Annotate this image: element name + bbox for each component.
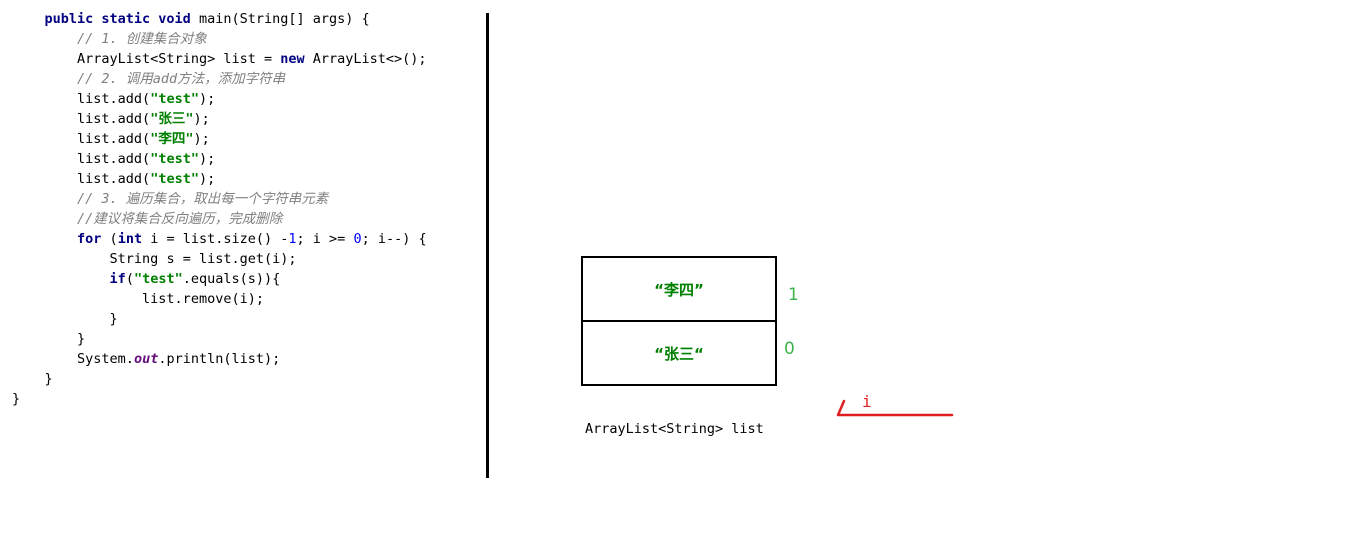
code-line-add: list.add("李四");	[77, 131, 210, 147]
code-line-close-if: }	[109, 311, 118, 327]
list-cell-index-0: “张三“	[654, 344, 704, 363]
index-label-1: 1	[788, 285, 799, 305]
code-line-new-list: ArrayList<String> list = new ArrayList<>…	[77, 51, 427, 67]
code-line-get: String s = list.get(i);	[109, 251, 297, 267]
list-variable-label: ArrayList<String> list	[585, 421, 764, 437]
code-comment-2: // 2. 调用add方法，添加字符串	[77, 71, 286, 87]
code-line-for: for (int i = list.size() -1; i >= 0; i--…	[77, 231, 427, 247]
code-comment-4: //建议将集合反向遍历，完成删除	[77, 211, 283, 227]
code-line-add: list.add("test");	[77, 171, 216, 187]
code-line-close-method: }	[44, 371, 53, 387]
pointer-label-i: i	[862, 392, 872, 411]
list-memory-diagram: “李四” “张三“	[581, 256, 777, 386]
code-line-remove: list.remove(i);	[142, 291, 264, 307]
vertical-divider	[486, 13, 489, 478]
pointer-arrow-icon	[836, 399, 954, 417]
code-line-add: list.add("张三");	[77, 111, 210, 127]
code-line-print: System.out.println(list);	[77, 351, 281, 367]
index-label-0: 0	[784, 339, 795, 359]
code-line-add: list.add("test");	[77, 151, 216, 167]
code-line-if: if("test".equals(s)){	[109, 271, 281, 287]
code-line-close-for: }	[77, 331, 86, 347]
keyword: public static void	[44, 11, 191, 27]
code-line-close-class: }	[12, 391, 21, 407]
code-line-method-signature: public static void main(String[] args) {	[44, 11, 370, 27]
code-line-add: list.add("test");	[77, 91, 216, 107]
list-cell-index-1: “李四”	[583, 258, 775, 322]
code-block: public static void main(String[] args) {…	[12, 9, 427, 409]
code-comment-3: // 3. 遍历集合，取出每一个字符串元素	[77, 191, 329, 207]
code-comment-1: // 1. 创建集合对象	[77, 31, 207, 47]
